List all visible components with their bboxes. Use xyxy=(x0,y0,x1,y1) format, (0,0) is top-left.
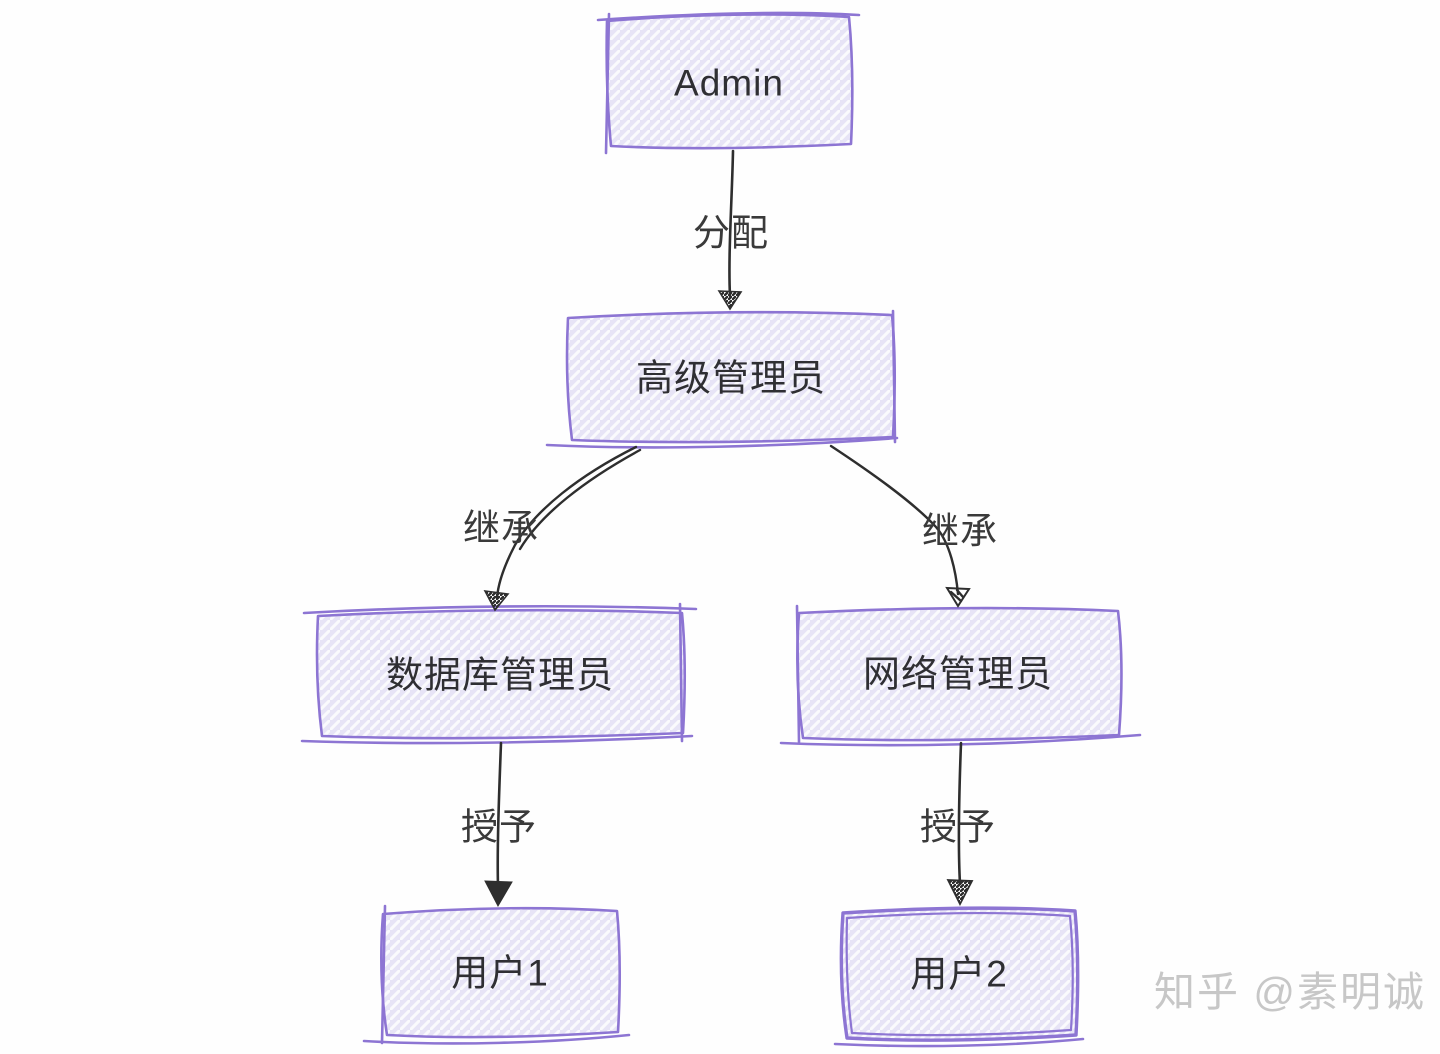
edge-inherit-right-arrow xyxy=(829,444,971,608)
node-user1-label: 用户1 xyxy=(451,952,549,994)
edge-grant-left-label: 授予 xyxy=(461,806,537,848)
zhihu-watermark: 知乎 @素明诚 xyxy=(1153,969,1426,1015)
node-network-admin-label: 网络管理员 xyxy=(863,653,1053,695)
edge-grant-right-arrow xyxy=(946,741,974,906)
node-admin-label: Admin xyxy=(674,62,784,104)
edge-assign-label: 分配 xyxy=(693,212,769,254)
node-senior-admin-box xyxy=(545,309,899,449)
node-user2-box xyxy=(833,906,1085,1048)
node-user1-box xyxy=(362,904,631,1045)
edge-assign-arrow xyxy=(717,149,743,311)
node-network-admin-box xyxy=(779,604,1142,747)
edge-grant-right-label: 授予 xyxy=(920,806,996,848)
node-user2-label: 用户2 xyxy=(910,953,1008,995)
node-db-admin-label: 数据库管理员 xyxy=(386,654,614,696)
edge-inherit-left-arrow xyxy=(483,445,642,612)
node-senior-admin-label: 高级管理员 xyxy=(636,357,826,399)
node-admin-box xyxy=(596,11,861,155)
edge-grant-left-arrow xyxy=(484,741,513,908)
edge-inherit-right-label: 继承 xyxy=(922,510,998,552)
edge-inherit-left-label: 继承 xyxy=(463,507,539,549)
